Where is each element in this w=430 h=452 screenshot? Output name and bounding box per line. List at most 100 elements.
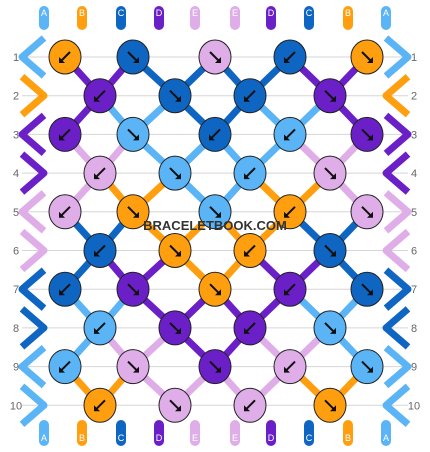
top-thread-label: E: [192, 8, 198, 18]
bottom-thread-end: [343, 420, 353, 446]
bottom-thread-end: [190, 420, 200, 446]
row-number-left: 7: [13, 284, 19, 296]
bottom-thread-label: A: [383, 433, 389, 443]
knot-arrow-head: [284, 211, 290, 218]
bottom-thread-label: D: [156, 433, 163, 443]
knot-grid: [48, 39, 384, 423]
knot-arrow-head: [209, 134, 215, 141]
knot-arrow-head: [59, 211, 65, 218]
knot-arrow-head: [284, 134, 290, 141]
knot-arrow-head: [284, 289, 290, 296]
bottom-thread-label: E: [232, 433, 238, 443]
knot-arrow-head: [330, 327, 336, 334]
row-number-right: 8: [411, 323, 417, 335]
row-number-right: 2: [411, 91, 417, 103]
top-thread-label: D: [156, 8, 163, 18]
knot-arrow-head: [59, 57, 65, 63]
knot-arrow-head: [94, 173, 100, 180]
bottom-thread-label: D: [268, 433, 275, 443]
row-number-right: 1: [411, 52, 417, 64]
knot-arrow-head: [367, 211, 373, 218]
top-thread-label: E: [232, 8, 238, 18]
right-edge-strand: [383, 35, 412, 79]
top-thread-label: C: [306, 8, 313, 18]
knot-arrow-head: [215, 289, 221, 296]
right-edge-strand: [383, 344, 412, 389]
left-edge-strand: [18, 344, 47, 389]
knot-arrow-head: [367, 134, 373, 141]
knot-arrow-head: [244, 173, 250, 180]
knot-arrow-head: [244, 250, 250, 257]
row-number-left: 3: [13, 129, 19, 141]
bottom-thread-label: E: [192, 433, 198, 443]
bottom-thread-label: B: [79, 433, 85, 443]
right-edge-strand: [382, 151, 411, 195]
top-thread-end: [190, 6, 200, 30]
top-thread-end: [266, 6, 276, 30]
knot-arrow-head: [330, 95, 336, 102]
knot-arrow-head: [133, 366, 139, 373]
row-number-left: 10: [10, 400, 22, 412]
knot-arrow-head: [175, 327, 181, 334]
row-number-right: 4: [411, 168, 417, 180]
top-thread-end: [116, 6, 126, 30]
left-edge-strand: [18, 35, 47, 79]
right-edge-strand: [382, 74, 411, 118]
knot-arrow-head: [367, 366, 373, 373]
bottom-thread-end: [266, 420, 276, 446]
top-thread-label: B: [345, 8, 351, 18]
top-thread-end: [154, 6, 164, 30]
bottom-thread-label: A: [41, 433, 47, 443]
knot-arrow-head: [215, 57, 221, 63]
knot-arrow-head: [175, 250, 181, 257]
right-edge-strand: [382, 306, 411, 350]
knot-arrow-head: [94, 327, 100, 334]
left-edge-strand: [19, 383, 48, 427]
row-number-right: 9: [411, 362, 417, 374]
left-edge-strand: [18, 112, 47, 157]
row-number-left: 9: [13, 362, 19, 374]
row-number-left: 5: [13, 207, 19, 219]
knot-arrow-head: [244, 327, 250, 334]
right-edge-strand: [382, 383, 411, 427]
bottom-thread-label: C: [118, 433, 125, 443]
top-thread-end: [39, 6, 49, 30]
row-number-left: 6: [13, 246, 19, 258]
left-edge-strand: [18, 267, 47, 311]
left-edge-strand: [19, 151, 48, 195]
knot-arrow-head: [284, 57, 290, 63]
right-edge-strand: [383, 112, 412, 157]
left-edge-strand: [19, 228, 48, 273]
top-thread-label: D: [268, 8, 275, 18]
bottom-thread-label: B: [345, 433, 351, 443]
bottom-thread-end: [154, 420, 164, 446]
top-thread-label: B: [79, 8, 85, 18]
knot-arrow-head: [284, 366, 290, 373]
knot-arrow-head: [330, 250, 336, 257]
top-thread-end: [230, 6, 240, 30]
bottom-thread-label: C: [306, 433, 313, 443]
row-number-right: 10: [408, 400, 420, 412]
knot-arrow-head: [59, 366, 65, 373]
right-edge-strand: [382, 228, 411, 273]
knot-arrow-head: [244, 405, 250, 412]
row-number-left: 2: [13, 91, 19, 103]
knot-arrow-head: [94, 405, 100, 412]
knot-arrow-head: [133, 134, 139, 141]
knot-arrow-head: [59, 289, 65, 296]
left-edge-strand: [19, 306, 48, 350]
knot-arrow-head: [133, 57, 139, 63]
knot-arrow-head: [215, 211, 221, 218]
knot-arrow-head: [367, 289, 373, 296]
top-thread-end: [381, 6, 391, 30]
watermark: BRACELETBOOK.COM: [143, 218, 287, 233]
bottom-thread-end: [116, 420, 126, 446]
bottom-thread-end: [304, 420, 314, 446]
row-number-right: 3: [411, 129, 417, 141]
left-edge-strand: [18, 190, 47, 234]
top-thread-end: [304, 6, 314, 30]
knot-arrow-head: [94, 95, 100, 102]
row-number-right: 7: [411, 284, 417, 296]
